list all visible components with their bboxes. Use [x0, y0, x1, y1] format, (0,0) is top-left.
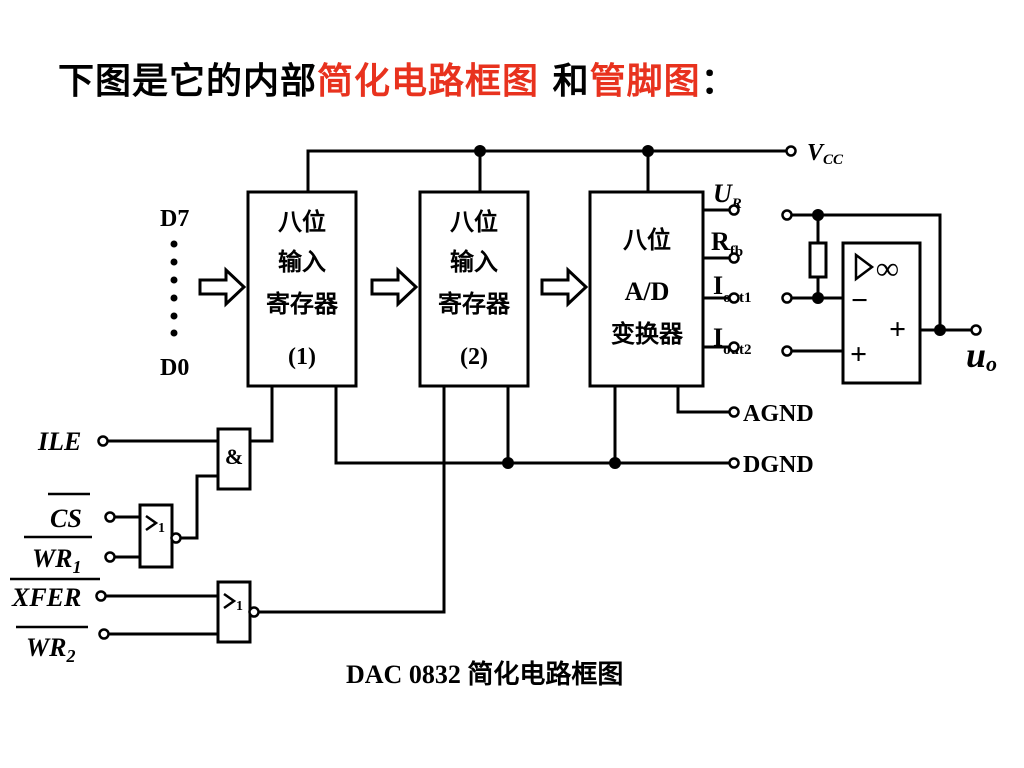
vcc-label: VCC	[807, 140, 844, 168]
diagram-caption: DAC 0832 简化电路框图	[346, 659, 623, 689]
nor-gate-2-bubble	[248, 606, 260, 618]
dac-block	[588, 190, 705, 388]
dac-line3: 变换器	[611, 320, 684, 348]
agnd-label: AGND	[743, 401, 814, 427]
nor-gate-2-label: 1	[236, 599, 243, 614]
reg2-line1: 八位	[450, 208, 498, 236]
nor-gate-1-symbol	[145, 514, 159, 532]
opamp-plus-out: +	[889, 313, 906, 346]
nor-gate-2	[216, 580, 252, 644]
ile-label: ILE	[37, 427, 81, 456]
reg1-line1: 八位	[278, 208, 326, 236]
dgnd-label: DGND	[743, 452, 814, 478]
xfer-label: XFER	[11, 583, 81, 612]
title-part5: ：	[700, 61, 738, 102]
reg2-line3: 寄存器	[438, 290, 511, 318]
data-arrows	[198, 266, 589, 308]
arrow-icon	[198, 266, 247, 308]
page-title: 下图是它的内部简化电路框图 和管脚图：	[58, 52, 738, 104]
register-2-block	[418, 190, 530, 388]
title-part4: 管脚图	[589, 61, 701, 102]
reg2-line4: (2)	[460, 344, 488, 370]
and-gate-label: &	[225, 444, 243, 469]
reg1-line4: (1)	[288, 344, 316, 370]
arrow-icon	[540, 266, 589, 308]
opamp-infinity: ∞	[876, 250, 899, 286]
dac-line2: A/D	[625, 277, 670, 306]
terminals	[95, 145, 982, 640]
d7-label: D7	[160, 206, 189, 232]
opamp-block	[841, 241, 922, 385]
nor-gate-1-label: 1	[158, 521, 165, 536]
nor-gate-1-bubble	[170, 532, 182, 544]
nor-gate-2-symbol	[223, 592, 237, 610]
title-part2: 简化电路框图	[317, 61, 540, 102]
uo-label: uo	[966, 335, 997, 376]
opamp-minus: −	[851, 284, 868, 317]
feedback-resistor	[808, 241, 828, 279]
arrow-icon	[370, 266, 419, 308]
ur-label: UR	[713, 179, 742, 212]
dac-line1: 八位	[623, 226, 671, 254]
wires	[105, 149, 972, 636]
cs-label: CS	[50, 504, 82, 533]
reg2-line2: 输入	[450, 248, 498, 276]
opamp-triangle-icon	[854, 252, 875, 282]
register-1-block	[246, 190, 358, 388]
wr1-label: WR1	[32, 544, 81, 577]
title-part1: 下图是它的内部	[58, 61, 318, 102]
and-gate	[216, 427, 252, 491]
iout2-label: Iout2	[713, 323, 751, 358]
opamp-plus-in: +	[850, 338, 867, 371]
title-part3: 和	[539, 61, 590, 102]
reg1-line2: 输入	[278, 248, 326, 276]
wr2-label: WR2	[26, 633, 75, 666]
reg1-line3: 寄存器	[266, 290, 339, 318]
nor-gate-1	[138, 503, 174, 569]
rfb-label: Rfb	[711, 227, 743, 260]
bus-dots	[170, 240, 178, 337]
junction-dots	[474, 145, 946, 469]
d0-label: D0	[160, 355, 189, 381]
